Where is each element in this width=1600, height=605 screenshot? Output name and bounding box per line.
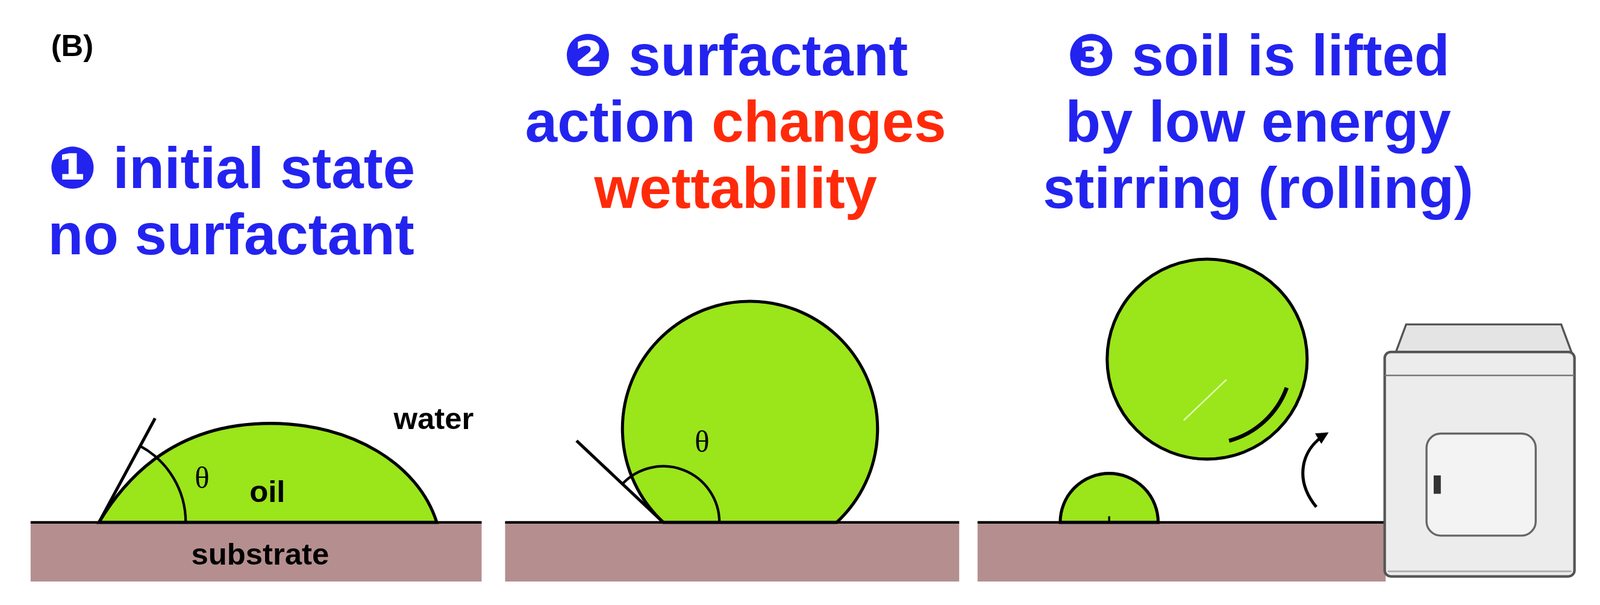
oil-drop bbox=[98, 423, 437, 523]
medium-label: water bbox=[393, 400, 475, 436]
angle-symbol: θ bbox=[694, 424, 710, 460]
substrate-band bbox=[30, 522, 482, 582]
substrate-label: substrate bbox=[191, 536, 330, 572]
contact-mark bbox=[1108, 516, 1111, 523]
residual-drop bbox=[1060, 473, 1159, 523]
tangent-line bbox=[98, 418, 155, 523]
substrate-edge bbox=[977, 521, 1387, 524]
label-text: water bbox=[393, 400, 475, 435]
angle-arc bbox=[140, 445, 187, 523]
washer-lid-line bbox=[1384, 374, 1575, 377]
washer-back-panel bbox=[1395, 324, 1572, 352]
step-heading: ❶ initial state no surfactant bbox=[48, 134, 477, 268]
angle-arc bbox=[622, 466, 720, 523]
rolling-mark bbox=[1228, 387, 1287, 441]
label-text: ❶ initial state no surfactant bbox=[48, 135, 416, 267]
label-text: substrate bbox=[191, 536, 330, 572]
label-text: oil bbox=[249, 474, 285, 509]
lift-arrow bbox=[1303, 433, 1327, 508]
step-heading: ❷ surfactant action changes wettability bbox=[506, 22, 966, 222]
oil-drop bbox=[622, 301, 878, 523]
angle-symbol: θ bbox=[194, 459, 210, 495]
lifted-drop bbox=[1107, 259, 1308, 460]
tangent-line bbox=[576, 440, 664, 522]
highlight bbox=[1183, 379, 1227, 421]
washer-base bbox=[1387, 570, 1572, 573]
substrate-band bbox=[504, 522, 960, 582]
washer-door bbox=[1426, 433, 1536, 536]
washer-handle bbox=[1433, 475, 1441, 494]
label-text: θ bbox=[694, 424, 710, 459]
material-label: oil bbox=[249, 474, 285, 510]
panel-tag: (B) bbox=[51, 28, 94, 64]
step-heading: ❸ soil is lifted by low energy stirring … bbox=[1028, 22, 1488, 222]
substrate-band bbox=[977, 522, 1387, 582]
label-text: ❸ soil is lifted by low energy stirring … bbox=[1042, 22, 1474, 220]
label-text: (B) bbox=[51, 28, 94, 63]
washer-body bbox=[1384, 351, 1575, 576]
space bbox=[695, 89, 713, 154]
label-text: θ bbox=[194, 460, 210, 494]
